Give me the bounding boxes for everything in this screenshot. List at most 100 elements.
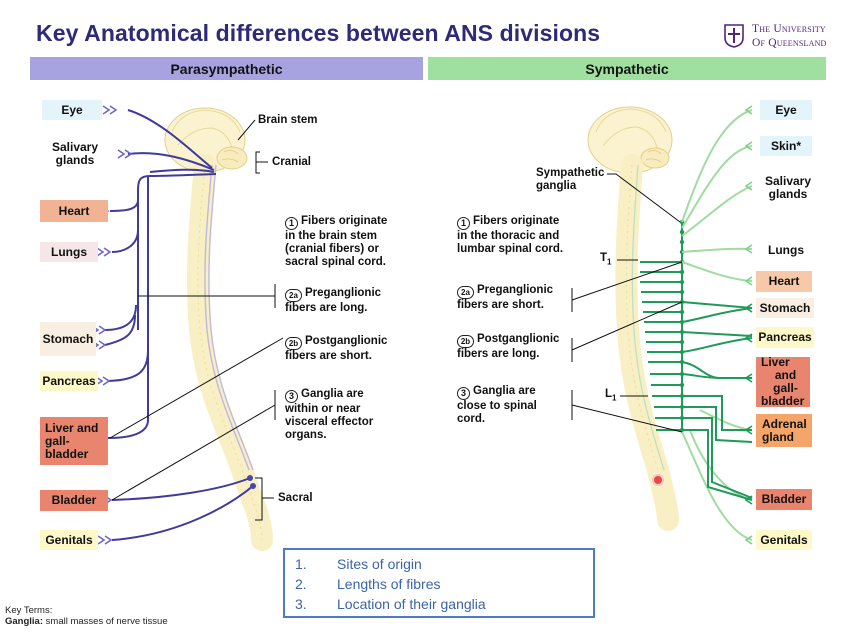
parasympathetic-header: Parasympathetic <box>30 57 423 80</box>
para-organ-bladder: Bladder <box>40 490 108 511</box>
symp-liver-line2: and gall- <box>773 368 798 395</box>
sympathetic-ganglia-label: Sympathetic ganglia <box>536 167 604 193</box>
symp-organ-adrenal: Adrenal gland <box>756 414 812 447</box>
marker-dot <box>652 474 664 486</box>
para-organ-lungs: Lungs <box>40 242 98 262</box>
key-terms-heading: Key Terms: <box>5 605 53 616</box>
symp-note-2b-line1: Postganglionic <box>477 333 560 345</box>
symp-note-1-line2: in the thoracic and <box>457 230 560 242</box>
crest-icon <box>724 24 744 48</box>
para-note-2b-line1: Postganglionic <box>305 335 388 347</box>
para-organ-stomach: Stomach <box>40 322 96 356</box>
para-note-2a-num: 2a <box>285 289 302 302</box>
para-liver-line3: bladder <box>45 446 89 461</box>
para-note-3-line3: visceral effector <box>285 416 374 428</box>
symp-organ-liver: Liver and gall- bladder <box>756 355 810 408</box>
t1-subscript: 1 <box>607 257 612 267</box>
para-note-1-line4: sacral spinal cord. <box>285 256 386 268</box>
para-note-3-line2: within or near <box>285 403 361 415</box>
sympathetic-header: Sympathetic <box>428 57 826 80</box>
symp-note-3-num: 3 <box>457 387 470 400</box>
symp-liver-line1: Liver <box>761 355 790 369</box>
symp-note-1-line1: Fibers originate <box>473 215 560 227</box>
symp-organ-salivary: Salivary glands <box>758 174 818 202</box>
para-note-1-line3: (cranial fibers) or <box>285 243 379 255</box>
sacral-label: Sacral <box>278 492 313 504</box>
para-note-2a-line1: Preganglionic <box>305 287 382 299</box>
para-note-1-line1: Fibers originate <box>301 215 388 227</box>
para-salivary-line1: Salivary <box>51 140 99 154</box>
symp-post-dark <box>681 301 753 501</box>
para-organ-genitals: Genitals <box>40 530 98 550</box>
para-salivary-line2: glands <box>55 153 95 167</box>
symp-brain <box>587 106 673 174</box>
symp-organ-stomach: Stomach <box>756 298 814 318</box>
summary-item-3-text: Location of their ganglia <box>337 596 486 612</box>
symp-organ-heart: Heart <box>756 271 812 292</box>
symp-adrenal-line2: gland <box>762 429 794 444</box>
para-note-2b-num: 2b <box>285 337 302 350</box>
para-brain <box>164 107 248 173</box>
summary-item-3-number: 3. <box>295 596 307 612</box>
ganglia-label-line2: ganglia <box>536 180 577 192</box>
symp-organ-eye: Eye <box>760 100 812 120</box>
page-title: Key Anatomical differences between ANS d… <box>36 20 601 46</box>
para-fibers <box>104 109 254 541</box>
symp-organ-skin: Skin* <box>760 136 812 156</box>
key-term-definition: small masses of nerve tissue <box>43 616 168 627</box>
symp-note-3-line3: cord. <box>457 413 486 425</box>
summary-item-2-text: Lengths of fibres <box>337 576 441 592</box>
symp-salivary-line1: Salivary <box>764 174 812 188</box>
l1-label: L1 <box>605 388 616 404</box>
ganglia-label-line1: Sympathetic <box>536 167 605 179</box>
symp-note-2a-line2: fibers are short. <box>457 299 544 311</box>
para-spinal-cord <box>186 154 273 551</box>
symp-organ-bladder: Bladder <box>756 489 812 510</box>
symp-organ-pancreas: Pancreas <box>756 327 814 348</box>
symp-arrows <box>744 105 753 545</box>
para-note-1-line2: in the brain stem <box>285 230 378 242</box>
para-liver-line1: Liver and <box>45 420 99 435</box>
symp-salivary-line2: glands <box>768 187 808 201</box>
para-note-2a-line2: fibers are long. <box>285 302 368 314</box>
para-sacral-nodes <box>247 475 256 489</box>
symp-spinal-cord <box>615 154 679 531</box>
university-logo: The University Of Queensland <box>724 22 839 54</box>
para-organ-pancreas: Pancreas <box>40 371 98 391</box>
logo-line2: Of Queensland <box>752 37 827 49</box>
symp-organ-genitals: Genitals <box>756 530 812 550</box>
symp-organ-lungs: Lungs <box>768 242 804 257</box>
summary-item-1: 1.Sites of origin <box>295 556 422 572</box>
para-note-2b-line2: fibers are short. <box>285 350 372 362</box>
key-terms: Key Terms: Ganglia: small masses of nerv… <box>5 605 168 627</box>
summary-box: 1.Sites of origin 2. Lengths of fibres 3.… <box>283 548 595 618</box>
t1-letter: T <box>600 252 608 264</box>
symp-note-1-line3: lumbar spinal cord. <box>457 243 564 255</box>
t1-label: T1 <box>600 252 611 268</box>
logo-text: The University Of Queensland <box>752 22 827 50</box>
para-organ-salivary: Salivary glands <box>40 140 110 168</box>
symp-post-light <box>681 109 753 541</box>
summary-item-2-number: 2. <box>295 576 307 592</box>
symp-note-2b-line2: fibers are long. <box>457 348 540 360</box>
symp-note-2b-num: 2b <box>457 335 474 348</box>
cranial-label: Cranial <box>272 156 311 168</box>
symp-note-1-num: 1 <box>457 217 470 230</box>
para-leaders <box>109 119 284 521</box>
symp-liver-line3: bladder <box>761 394 805 408</box>
symp-note-3-line1: Ganglia are <box>473 385 536 397</box>
symp-arrows-dark <box>744 303 753 505</box>
summary-item-1-text: Sites of origin <box>337 556 422 572</box>
logo-line1: The University <box>752 23 826 35</box>
symp-note-3-line2: close to spinal <box>457 400 537 412</box>
para-organ-eye: Eye <box>42 100 102 120</box>
para-organ-liver: Liver and gall- bladder <box>40 417 108 465</box>
